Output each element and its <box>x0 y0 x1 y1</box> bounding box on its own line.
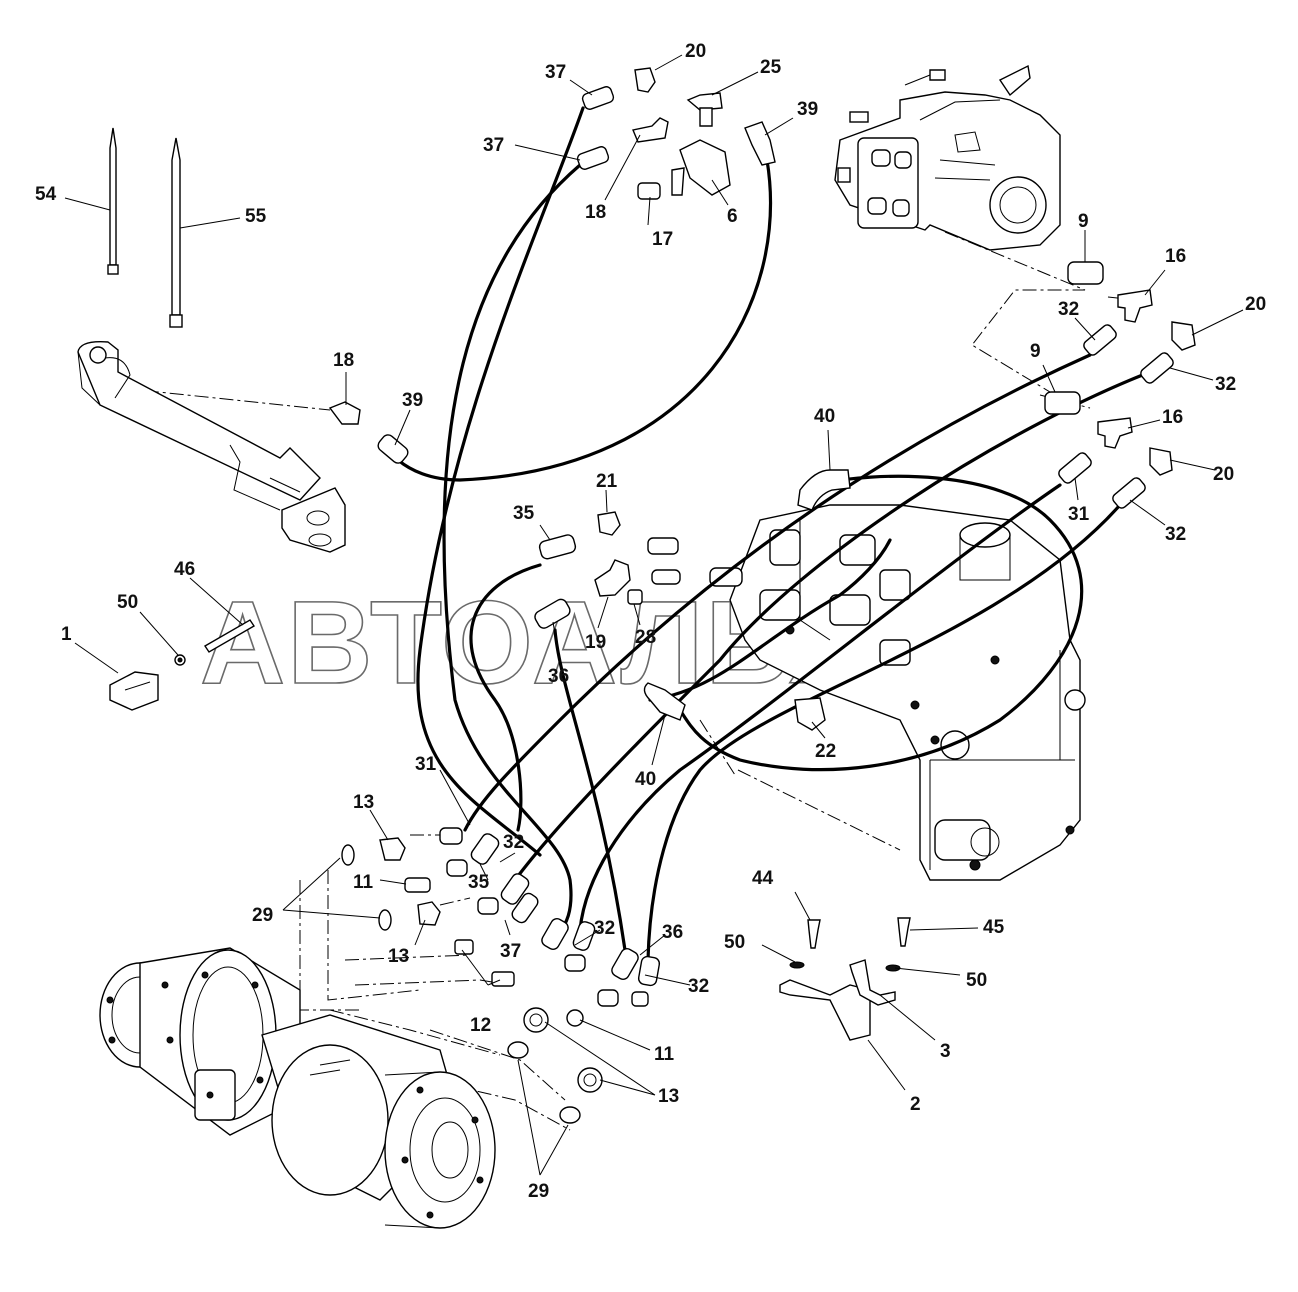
callout-36: 36 <box>548 666 569 687</box>
callout-32: 32 <box>1058 299 1079 320</box>
callout-16: 16 <box>1162 407 1183 428</box>
callout-18: 18 <box>585 202 606 223</box>
callout-2: 2 <box>910 1094 921 1115</box>
callout-3: 3 <box>940 1041 951 1062</box>
callout-29: 29 <box>528 1181 549 1202</box>
callout-13: 13 <box>388 946 409 967</box>
callout-32: 32 <box>503 832 524 853</box>
callout-32: 32 <box>594 918 615 939</box>
callout-40: 40 <box>814 406 835 427</box>
callout-11: 11 <box>654 1044 675 1065</box>
callout-50: 50 <box>117 592 138 613</box>
callout-25: 25 <box>760 57 782 78</box>
callout-32: 32 <box>1215 374 1236 395</box>
callout-29: 29 <box>252 905 273 926</box>
callout-39: 39 <box>797 99 818 120</box>
callout-22: 22 <box>815 741 836 762</box>
callout-9: 9 <box>1030 341 1041 362</box>
callout-18: 18 <box>333 350 354 371</box>
callout-39: 39 <box>402 390 423 411</box>
callout-20: 20 <box>685 41 706 62</box>
callout-19: 19 <box>585 632 606 653</box>
callout-17: 17 <box>652 229 673 250</box>
callout-32: 32 <box>688 976 709 997</box>
hose-fittings <box>109 67 1196 1124</box>
callout-31: 31 <box>1068 504 1090 525</box>
callout-54: 54 <box>35 184 57 205</box>
hydraulic-pump-icon <box>834 64 1061 251</box>
callout-11: 11 <box>353 872 374 893</box>
callout-50: 50 <box>966 970 987 991</box>
callout-55: 55 <box>245 206 267 227</box>
callout-13: 13 <box>658 1086 679 1107</box>
callout-21: 21 <box>596 471 618 492</box>
callout-13: 13 <box>353 792 374 813</box>
drive-axle-icon <box>99 947 496 1229</box>
cable-tie-icon <box>107 127 183 328</box>
callout-44: 44 <box>752 868 774 889</box>
callout-32: 32 <box>1165 524 1186 545</box>
callout-37: 37 <box>483 135 504 156</box>
callout-50: 50 <box>724 932 745 953</box>
hydraulic-cylinder-icon <box>77 341 346 553</box>
callout-36: 36 <box>662 922 683 943</box>
callout-labels: 54 55 37 20 25 39 37 18 17 6 9 16 20 32 … <box>35 41 1266 1202</box>
callout-35: 35 <box>468 872 490 893</box>
callout-1: 1 <box>61 624 72 645</box>
callout-31: 31 <box>415 754 437 775</box>
callout-16: 16 <box>1165 246 1186 267</box>
callout-28: 28 <box>635 627 656 648</box>
callout-20: 20 <box>1245 294 1266 315</box>
callout-37: 37 <box>500 941 521 962</box>
callout-45: 45 <box>983 917 1005 938</box>
leader-lines <box>64 54 1244 1176</box>
callout-46: 46 <box>174 559 195 580</box>
callout-37: 37 <box>545 62 566 83</box>
callout-35: 35 <box>513 503 535 524</box>
callout-9: 9 <box>1078 211 1089 232</box>
callout-6: 6 <box>727 206 738 227</box>
callout-40: 40 <box>635 769 656 790</box>
callout-20: 20 <box>1213 464 1234 485</box>
callout-12: 12 <box>470 1015 491 1036</box>
